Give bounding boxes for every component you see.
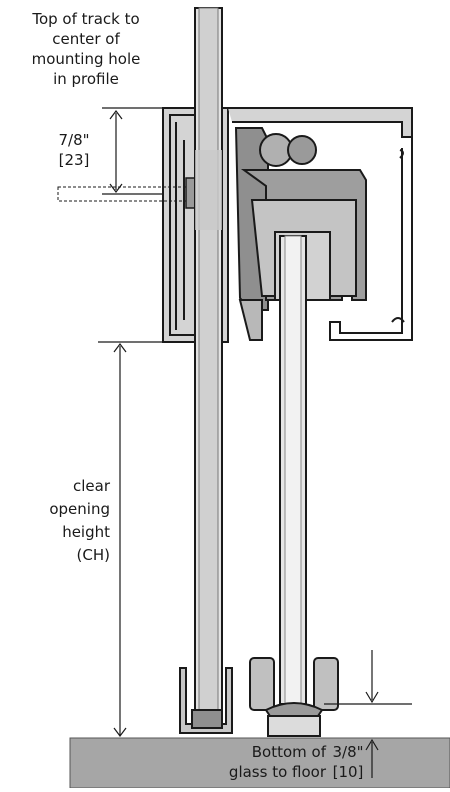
top-note-line-3: mounting hole (31, 50, 141, 68)
top-note: Top of track to center of mounting hole … (6, 9, 166, 89)
fixed-glass-inner (198, 7, 219, 711)
top-note-line-4: in profile (53, 70, 119, 88)
top-note-line-1: Top of track to (32, 10, 140, 28)
floor-channel (179, 667, 233, 734)
floor-note-line-1: Bottom of (251, 743, 326, 761)
clear-opening-line-3: height (62, 523, 110, 541)
gap-imperial: 3/8" (332, 743, 364, 761)
floor-guide (249, 657, 339, 737)
offset-imperial: 7/8" (58, 131, 90, 149)
floor-note: Bottom of glass to floor (160, 742, 326, 782)
clear-opening-label: clear opening height (CH) (10, 475, 110, 567)
floor (69, 737, 450, 789)
glass-gasket (195, 150, 222, 230)
sliding-glass-inner (284, 235, 302, 705)
top-note-line-2: center of (52, 30, 120, 48)
floor-note-line-2: glass to floor (228, 763, 326, 781)
clear-opening-line-4: (CH) (76, 546, 110, 564)
clear-opening-line-2: opening (49, 500, 110, 518)
clear-opening-line-1: clear (72, 477, 110, 495)
offset-dimension: 7/8" [23] (44, 130, 104, 170)
gap-dimension: 3/8" [10] (328, 742, 368, 782)
roller-carrier (234, 127, 367, 341)
gap-metric: [10] (332, 763, 364, 781)
offset-metric: [23] (58, 151, 90, 169)
dimension-lines (98, 107, 412, 778)
